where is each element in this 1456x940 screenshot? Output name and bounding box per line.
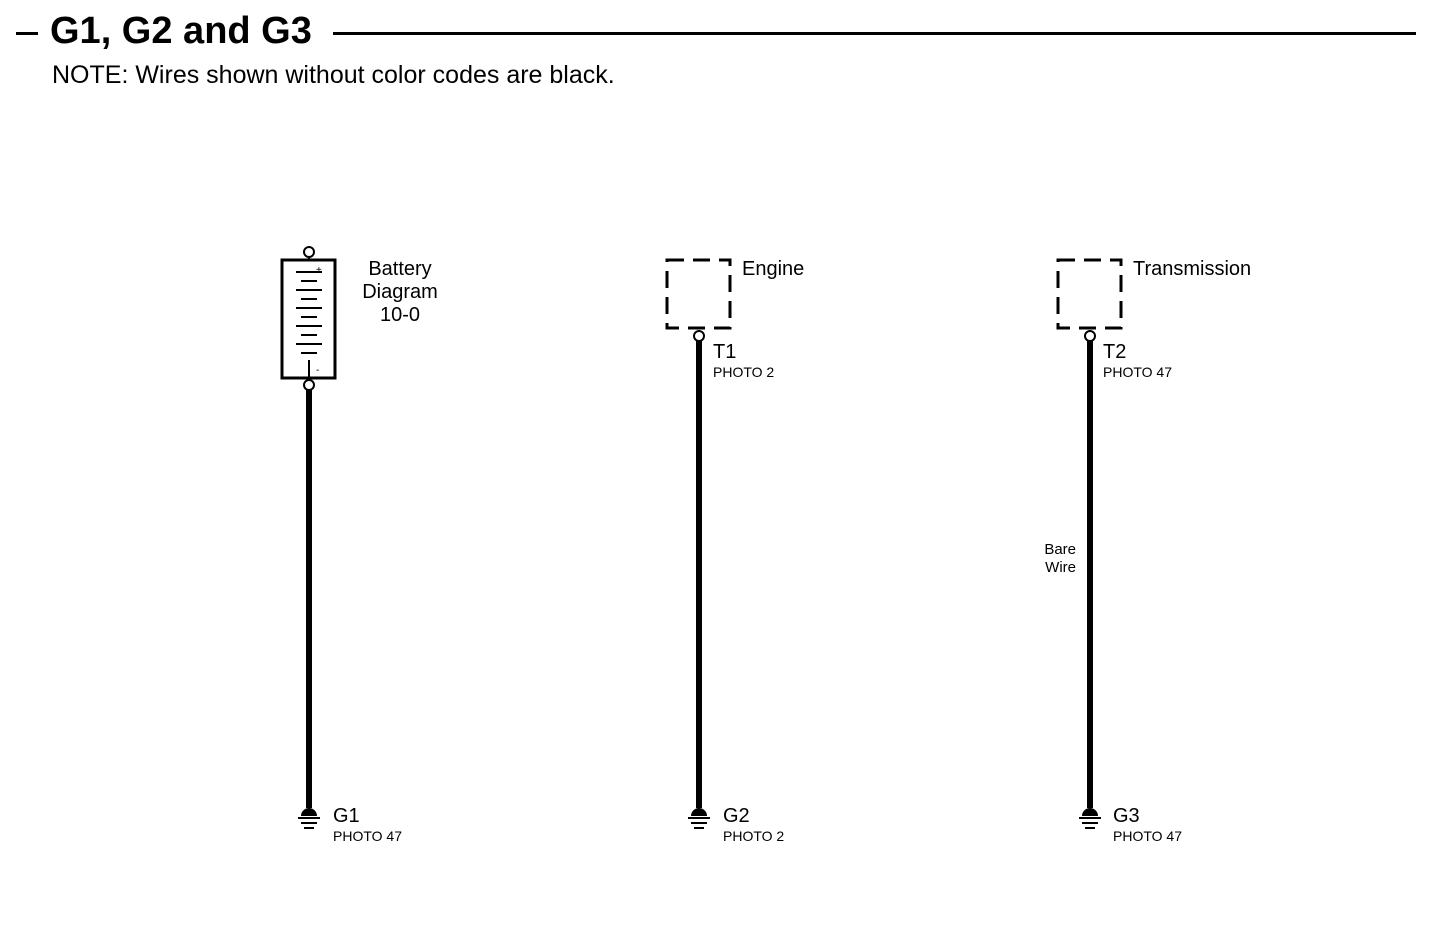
bare-wire-label-line1: Bare (1044, 541, 1076, 558)
engine-component-box (665, 258, 732, 330)
battery-cells (296, 271, 322, 378)
ground-g1-label: G1 (333, 805, 360, 827)
battery-top-terminal (303, 246, 315, 258)
ground-g2-photo: PHOTO 2 (723, 828, 784, 844)
bare-wire-label-line2: Wire (1045, 559, 1076, 576)
transmission-component-box (1056, 258, 1123, 330)
note-text: NOTE: Wires shown without color codes ar… (52, 61, 615, 89)
battery-circuit: + - Battery Diagram 10-0 (280, 246, 438, 808)
title-dash (16, 32, 38, 35)
ground-g2-label: G2 (723, 805, 750, 827)
title-rule (333, 32, 1416, 35)
battery-symbol (280, 258, 337, 380)
ground-g3: G3 PHOTO 47 (1079, 805, 1182, 844)
transmission-terminal-t2 (1084, 330, 1096, 342)
ground-g1-photo: PHOTO 47 (333, 828, 402, 844)
transmission-terminal-label: T2 (1103, 341, 1126, 363)
transmission-circuit: Transmission T2 PHOTO 47 Bare Wire (1044, 258, 1251, 808)
battery-minus-label: - (316, 365, 319, 376)
ground-g3-photo: PHOTO 47 (1113, 828, 1182, 844)
ground-g3-dome (1082, 808, 1098, 816)
page-title: G1, G2 and G3 (50, 10, 312, 52)
ground-g2-dome (691, 808, 707, 816)
engine-terminal-label: T1 (713, 341, 736, 363)
battery-bottom-terminal (303, 379, 315, 391)
transmission-terminal-photo: PHOTO 47 (1103, 364, 1172, 380)
transmission-label: Transmission (1133, 258, 1251, 280)
ground-g3-label: G3 (1113, 805, 1140, 827)
battery-label-line2: Diagram (362, 281, 438, 303)
engine-terminal-photo: PHOTO 2 (713, 364, 774, 380)
battery-label-line3: 10-0 (380, 304, 420, 326)
ground-g1: G1 PHOTO 47 (298, 805, 402, 844)
engine-label: Engine (742, 258, 804, 280)
engine-terminal-t1 (693, 330, 705, 342)
ground-g2: G2 PHOTO 2 (688, 805, 784, 844)
ground-g1-dome (301, 808, 317, 816)
header: G1, G2 and G3 NOTE: Wires shown without … (0, 0, 1456, 100)
battery-label-line1: Battery (368, 258, 431, 280)
engine-circuit: Engine T1 PHOTO 2 (665, 258, 804, 808)
battery-plus-label: + (316, 265, 322, 276)
